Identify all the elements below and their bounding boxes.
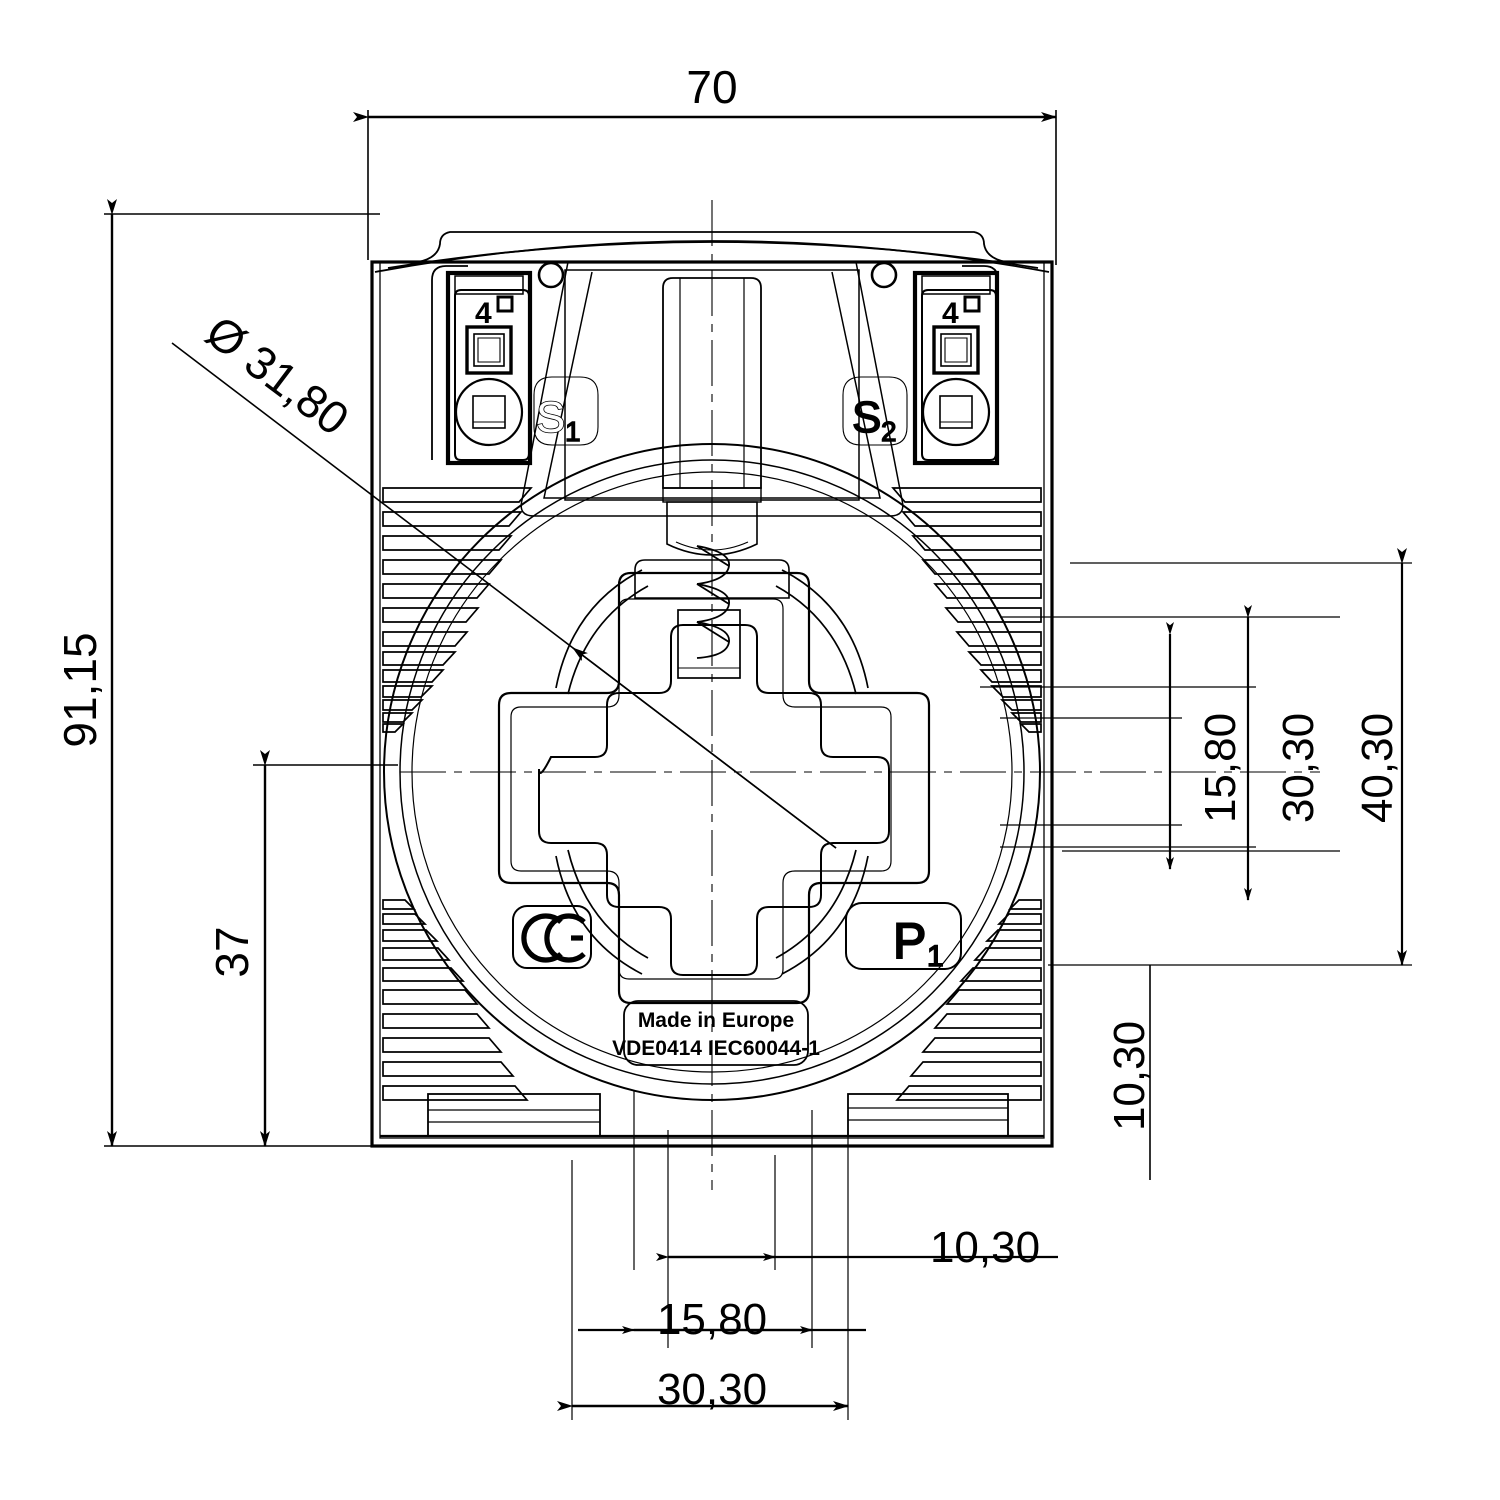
screw-size-label-right: 4	[942, 297, 959, 330]
terminal-label-s2: S	[852, 393, 881, 442]
terminal-block-left[interactable]: 4	[445, 270, 533, 466]
dimension-text-layer: 70 91,15 37 Ø 31,80 15,80 30,30 40,30 10…	[54, 61, 1402, 1414]
origin-text: Made in Europe	[638, 1009, 794, 1032]
screw-size-label-left: 4	[475, 297, 492, 330]
screw-round-left[interactable]	[454, 377, 524, 447]
dim-text-right-1030: 10,30	[1105, 1021, 1154, 1131]
boss-plate	[634, 559, 790, 599]
dim-bottom-extension-lines	[571, 1090, 849, 1420]
dim-text-height-9115: 91,15	[54, 632, 106, 747]
ce-mark-label: CE	[0, 0, 2, 1]
standard-text: VDE0414 IEC60044-1	[612, 1037, 820, 1060]
dim-bore-diameter	[171, 342, 837, 849]
terminal-label-s2-sub: 2	[881, 416, 897, 447]
window-corner-arcs	[555, 569, 869, 975]
terminal-label-s1-sub: 1	[565, 416, 581, 447]
label-s1-badge	[533, 376, 599, 446]
busbar-window	[497, 571, 931, 1005]
dim-text-right-4030: 40,30	[1353, 713, 1402, 823]
dim-width-70	[353, 110, 1057, 265]
dim-text-right-1580: 15,80	[1196, 713, 1245, 823]
dim-height-9115	[104, 199, 380, 1147]
dim-height-37	[253, 750, 398, 1147]
terminal-screw-hole-left	[537, 261, 565, 289]
ce-mark-badge	[512, 905, 592, 969]
terminal-label-s1: S	[536, 393, 565, 442]
terminal-block-right[interactable]: 4	[912, 270, 1000, 466]
screw-square-left[interactable]	[465, 325, 513, 375]
dim-text-width-70: 70	[686, 61, 737, 113]
terminal-screw-hole-right	[870, 261, 898, 289]
dim-text-right-3030: 30,30	[1274, 713, 1323, 823]
dim-right-extension-lines	[980, 562, 1412, 966]
screw-square-right[interactable]	[932, 325, 980, 375]
dim-text-bottom-1030: 10,30	[930, 1223, 1040, 1272]
part-geometry-layer	[370, 200, 1320, 1190]
thread-coil	[696, 545, 730, 659]
primary-label-p1: P	[893, 913, 926, 969]
label-s2-badge	[842, 376, 908, 446]
centerlines	[400, 200, 1320, 1190]
origin-plate	[623, 1000, 809, 1066]
dimension-lines-layer	[104, 110, 1412, 1420]
primary-label-p1-sub: 1	[927, 940, 944, 973]
dim-text-height-37: 37	[206, 926, 258, 977]
dim-text-bottom-1580: 15,80	[657, 1295, 767, 1344]
screw-round-right[interactable]	[921, 377, 991, 447]
p1-badge	[845, 902, 962, 970]
screw-head-block	[677, 609, 741, 679]
dim-text-bottom-3030: 30,30	[657, 1365, 767, 1414]
